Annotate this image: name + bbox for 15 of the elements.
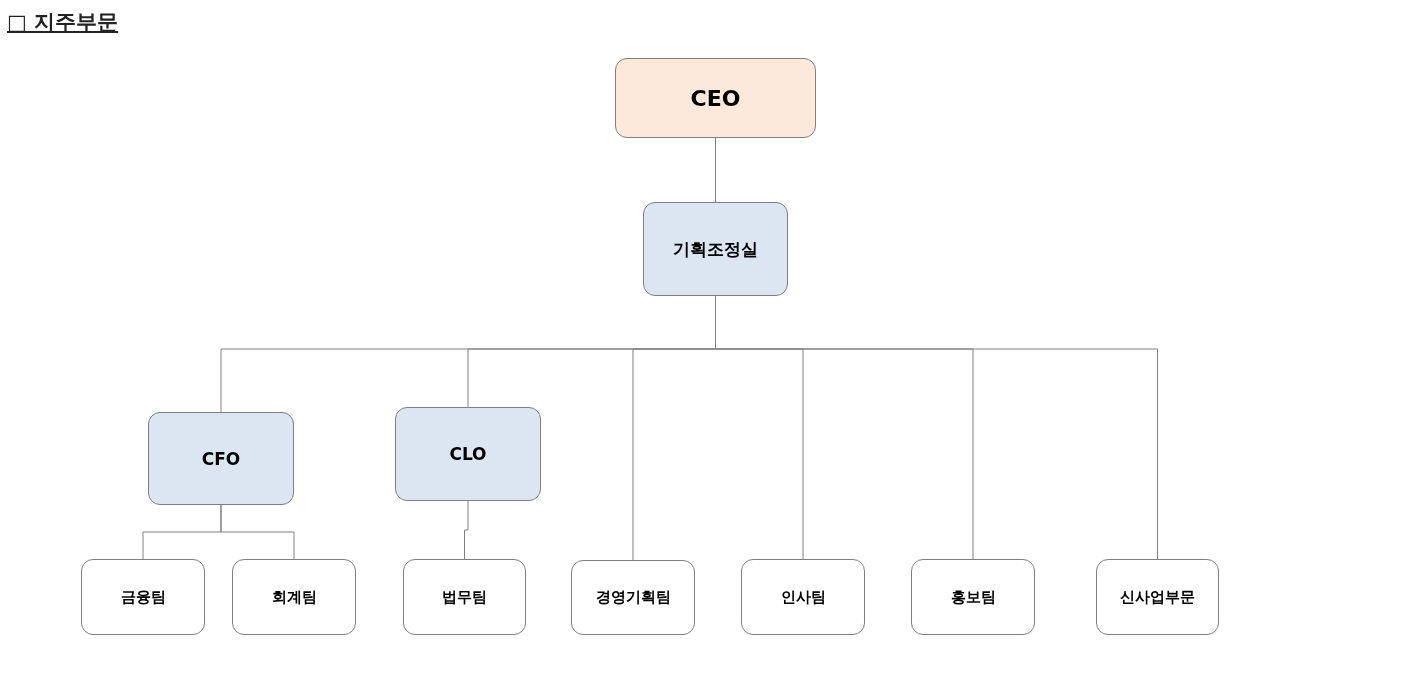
connector-line: [220, 504, 295, 560]
team-box: 경영기획팀: [571, 560, 695, 635]
team-box: 인사팀: [741, 559, 865, 635]
officer-box: CFO: [148, 412, 294, 505]
officer-box: CLO: [395, 407, 541, 501]
team-box: 금융팀: [81, 559, 205, 635]
team-box: 홍보팀: [911, 559, 1035, 635]
team-box: 회계팀: [232, 559, 356, 635]
office-box: 기획조정실: [643, 202, 788, 296]
team-box: 신사업부문: [1096, 559, 1219, 635]
executive-box: CEO: [615, 58, 816, 138]
connector-line: [464, 500, 469, 560]
team-box: 법무팀: [403, 559, 526, 635]
heading: □ 지주부문: [7, 9, 119, 36]
connector-line: [715, 137, 716, 203]
